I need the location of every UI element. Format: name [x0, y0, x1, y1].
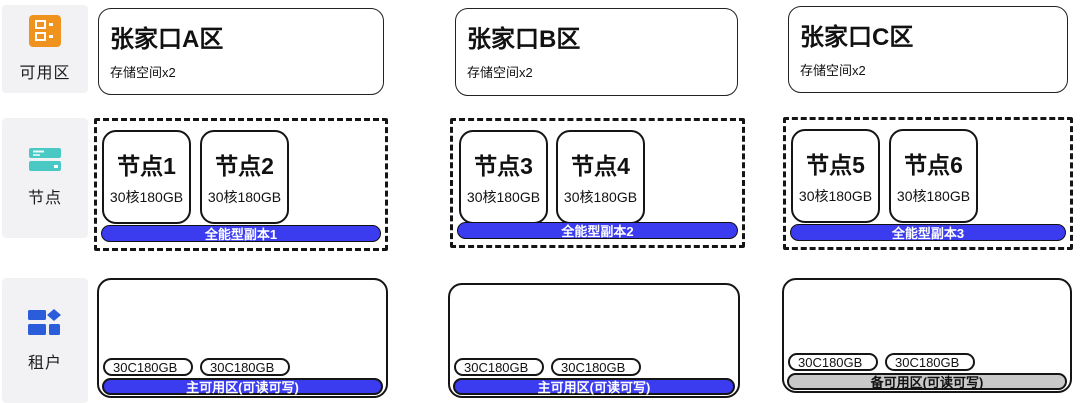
node-spec: 30核180GB [563, 189, 638, 205]
node-group-3: 节点5 30核180GB 节点6 30核180GB 全能型副本3 [783, 117, 1073, 250]
node-card: 节点2 30核180GB [200, 130, 289, 224]
node-spec: 30核180GB [109, 189, 184, 205]
tenant-spec-pill: 30C180GB [885, 353, 975, 371]
tenant-card-3: 30C180GB 30C180GB 备可用区(可读可写) [782, 278, 1072, 393]
sidebar-item-tenant: 租户 [2, 278, 88, 403]
node-name: 节点5 [806, 152, 865, 178]
replica-badge: 全能型副本3 [790, 224, 1066, 241]
availability-zone-icon [29, 15, 61, 52]
replica-badge: 全能型副本1 [101, 225, 381, 242]
node-spec: 30核180GB [798, 188, 873, 204]
node-icon [29, 148, 61, 177]
node-name: 节点3 [474, 153, 533, 179]
zone-storage: 存储空间x2 [800, 62, 866, 78]
node-name: 节点1 [117, 153, 176, 179]
node-spec: 30核180GB [466, 189, 541, 205]
node-name: 节点4 [571, 153, 630, 179]
node-card: 节点6 30核180GB [889, 129, 978, 223]
sidebar-label: 租户 [27, 354, 62, 372]
zone-title: 张家口C区 [800, 24, 914, 51]
node-card: 节点3 30核180GB [459, 130, 548, 224]
zone-card-b: 张家口B区 存储空间x2 [455, 8, 738, 96]
zone-storage: 存储空间x2 [110, 64, 176, 80]
replica-badge: 全能型副本2 [457, 222, 738, 239]
zone-title: 张家口B区 [467, 26, 581, 53]
tenant-spec-pill: 30C180GB [788, 353, 878, 371]
zone-title: 张家口A区 [110, 26, 224, 53]
az-status-badge: 主可用区(可读可写) [102, 378, 383, 395]
zone-card-a: 张家口A区 存储空间x2 [98, 8, 384, 95]
node-card: 节点4 30核180GB [556, 130, 645, 224]
node-group-1: 节点1 30核180GB 节点2 30核180GB 全能型副本1 [94, 118, 388, 251]
node-name: 节点2 [215, 153, 274, 179]
node-card: 节点1 30核180GB [102, 130, 191, 224]
tenant-spec-pill: 30C180GB [200, 358, 290, 376]
node-spec: 30核180GB [896, 188, 971, 204]
node-spec: 30核180GB [207, 189, 282, 205]
node-card: 节点5 30核180GB [791, 129, 880, 223]
node-name: 节点6 [904, 152, 963, 178]
node-group-2: 节点3 30核180GB 节点4 30核180GB 全能型副本2 [450, 118, 745, 248]
az-status-badge: 主可用区(可读可写) [453, 378, 735, 395]
tenant-card-2: 30C180GB 30C180GB 主可用区(可读可写) [448, 283, 740, 398]
az-status-badge: 备可用区(可读可写) [787, 373, 1067, 390]
sidebar-label: 节点 [27, 190, 62, 207]
tenant-spec-pill: 30C180GB [551, 358, 641, 376]
sidebar-item-availability-zone: 可用区 [2, 5, 88, 93]
tenant-spec-pill: 30C180GB [454, 358, 544, 376]
tenant-card-1: 30C180GB 30C180GB 主可用区(可读可写) [97, 278, 388, 398]
tenant-spec-pill: 30C180GB [103, 358, 193, 376]
zone-storage: 存储空间x2 [467, 64, 533, 80]
zone-card-c: 张家口C区 存储空间x2 [788, 6, 1068, 93]
sidebar-item-node: 节点 [2, 118, 88, 238]
tenant-icon [28, 308, 62, 342]
sidebar-label: 可用区 [19, 65, 71, 82]
